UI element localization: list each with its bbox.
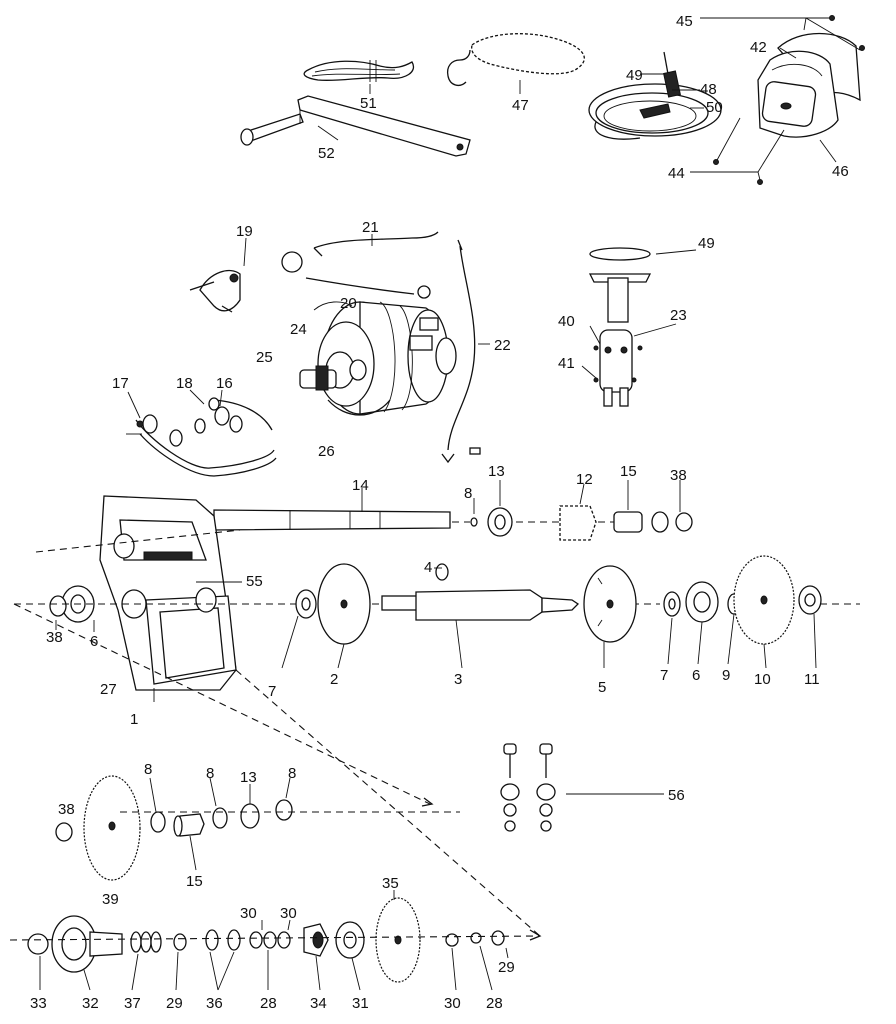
part-6-38-left-hub [49,585,95,632]
part-14-shaft-row [200,480,693,541]
guide-arrowheads [421,797,542,941]
label-part-4: 4 [424,559,432,576]
label-part-30-b: 30 [280,905,297,922]
part-number-labels: 1 2 3 4 5 6 6 7 7 8 8 8 8 9 10 11 12 13 … [30,13,849,1012]
part-56-bolts [500,743,664,832]
label-part-11: 11 [804,671,820,688]
label-part-51: 51 [360,95,377,112]
part-23-40-41-49-solenoid [581,247,697,407]
label-part-28-b: 28 [486,995,503,1012]
label-part-9: 9 [722,667,730,684]
part-19-switch [189,237,247,313]
label-part-26: 26 [318,443,335,460]
label-part-10: 10 [754,671,771,688]
label-part-29-a: 29 [166,995,183,1012]
label-part-34: 34 [310,995,327,1012]
label-part-30-a: 30 [240,905,257,922]
label-part-44: 44 [668,165,685,182]
label-part-23: 23 [670,307,687,324]
label-part-6-right: 6 [692,667,700,684]
part-24-25-26-end-plate [299,301,391,416]
label-part-48: 48 [700,81,717,98]
part-3-4-drum-shaft [381,563,580,669]
part-7-2-drum-flange [281,563,371,669]
label-part-13-top: 13 [488,463,505,480]
label-part-19: 19 [236,223,253,240]
part-16-17-18-bracket [126,389,277,477]
label-part-42: 42 [750,39,767,56]
label-part-12: 12 [576,471,593,488]
label-part-25: 25 [256,349,273,366]
bottom-row-parts [9,890,541,991]
label-part-13-bottom: 13 [240,769,257,786]
label-part-49-top: 49 [626,67,643,84]
part-21-cable [281,231,439,295]
label-part-38-lower: 38 [58,801,75,818]
label-part-3: 3 [454,671,462,688]
label-part-46: 46 [832,163,849,180]
label-part-1: 1 [130,711,138,728]
label-part-14: 14 [352,477,369,494]
part-47-chain-hook [446,33,585,94]
label-part-7-left: 7 [268,683,276,700]
label-part-20: 20 [340,295,357,312]
label-part-21: 21 [362,219,379,236]
label-part-8-c: 8 [288,765,296,782]
part-1-frame [99,495,242,702]
label-part-35: 35 [382,875,399,892]
label-part-18: 18 [176,375,193,392]
label-part-5: 5 [598,679,606,696]
part-5-flange [583,565,637,668]
label-part-47: 47 [512,97,529,114]
label-part-22: 22 [494,337,511,354]
label-part-45: 45 [676,13,693,30]
label-part-31: 31 [352,995,369,1012]
label-part-55: 55 [246,573,263,590]
part-42-45-46-motor-cover [690,15,865,185]
label-part-56: 56 [668,787,685,804]
label-part-40: 40 [558,313,575,330]
label-part-52: 52 [318,145,335,162]
label-part-32: 32 [82,995,99,1012]
label-part-17: 17 [112,375,129,392]
label-part-33: 33 [30,995,47,1012]
label-part-37: 37 [124,995,141,1012]
label-part-50: 50 [706,99,723,116]
part-7-6-9-10-11-right-gear-stack [663,555,822,669]
label-part-8-a: 8 [144,761,152,778]
label-part-28-a: 28 [260,995,277,1012]
label-part-30-c: 30 [444,995,461,1012]
label-part-6-left: 6 [90,633,98,650]
label-part-36: 36 [206,995,223,1012]
part-52-handle [240,95,471,157]
label-part-24: 24 [290,321,307,338]
label-part-38-left: 38 [46,629,63,646]
part-39-gear-group [55,775,460,881]
label-part-38-top: 38 [670,467,687,484]
label-part-41: 41 [558,355,575,372]
label-part-8-top: 8 [464,485,472,502]
label-part-29-b: 29 [498,959,515,976]
label-part-27: 27 [100,681,117,698]
part-48-50-wiring-harness [588,51,722,140]
label-part-39: 39 [102,891,119,908]
part-22-ground-cable [441,239,490,464]
label-part-15-bottom: 15 [186,873,203,890]
label-part-2: 2 [330,671,338,688]
label-part-7-right: 7 [660,667,668,684]
label-part-8-b: 8 [206,765,214,782]
label-part-49-solenoid: 49 [698,235,715,252]
label-part-15-top: 15 [620,463,637,480]
label-part-16: 16 [216,375,233,392]
part-51-strap [303,60,415,94]
